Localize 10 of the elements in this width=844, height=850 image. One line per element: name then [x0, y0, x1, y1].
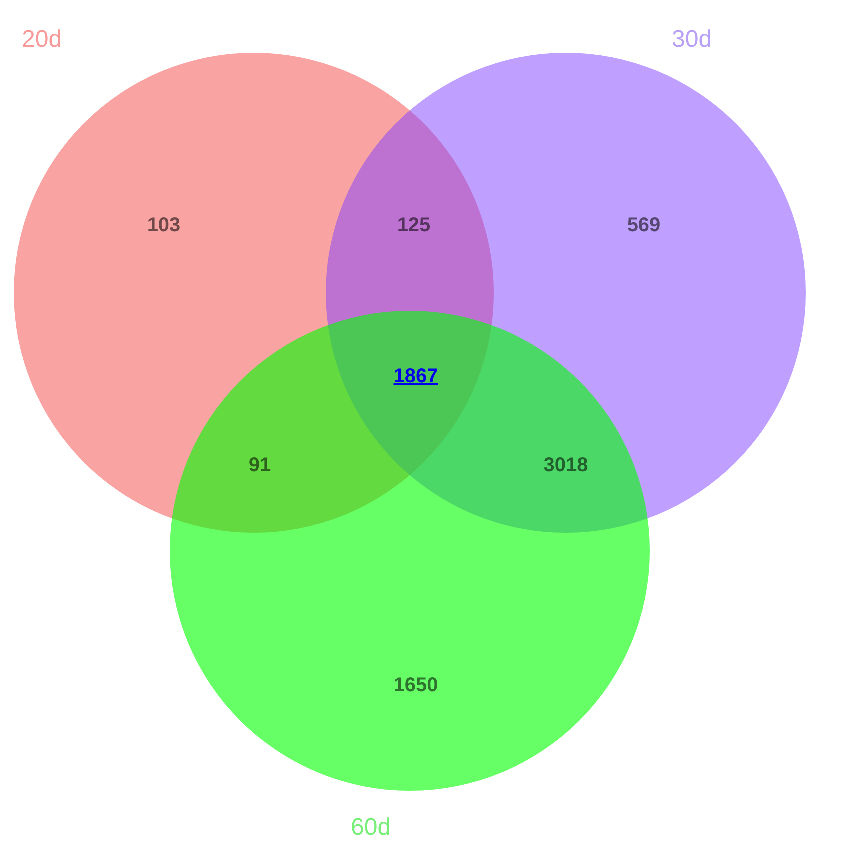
set-label: 60d — [351, 814, 392, 842]
count-label: 91 — [248, 454, 272, 478]
count-link: 1867 — [394, 366, 438, 388]
set-label: 20d — [22, 26, 62, 54]
count-label: 3018 — [544, 454, 588, 478]
count-label: 1650 — [394, 674, 438, 698]
count-label: 103 — [147, 214, 181, 238]
set-label: 30d — [672, 26, 712, 54]
count-label: 569 — [627, 214, 661, 238]
count-label: 125 — [397, 214, 431, 238]
